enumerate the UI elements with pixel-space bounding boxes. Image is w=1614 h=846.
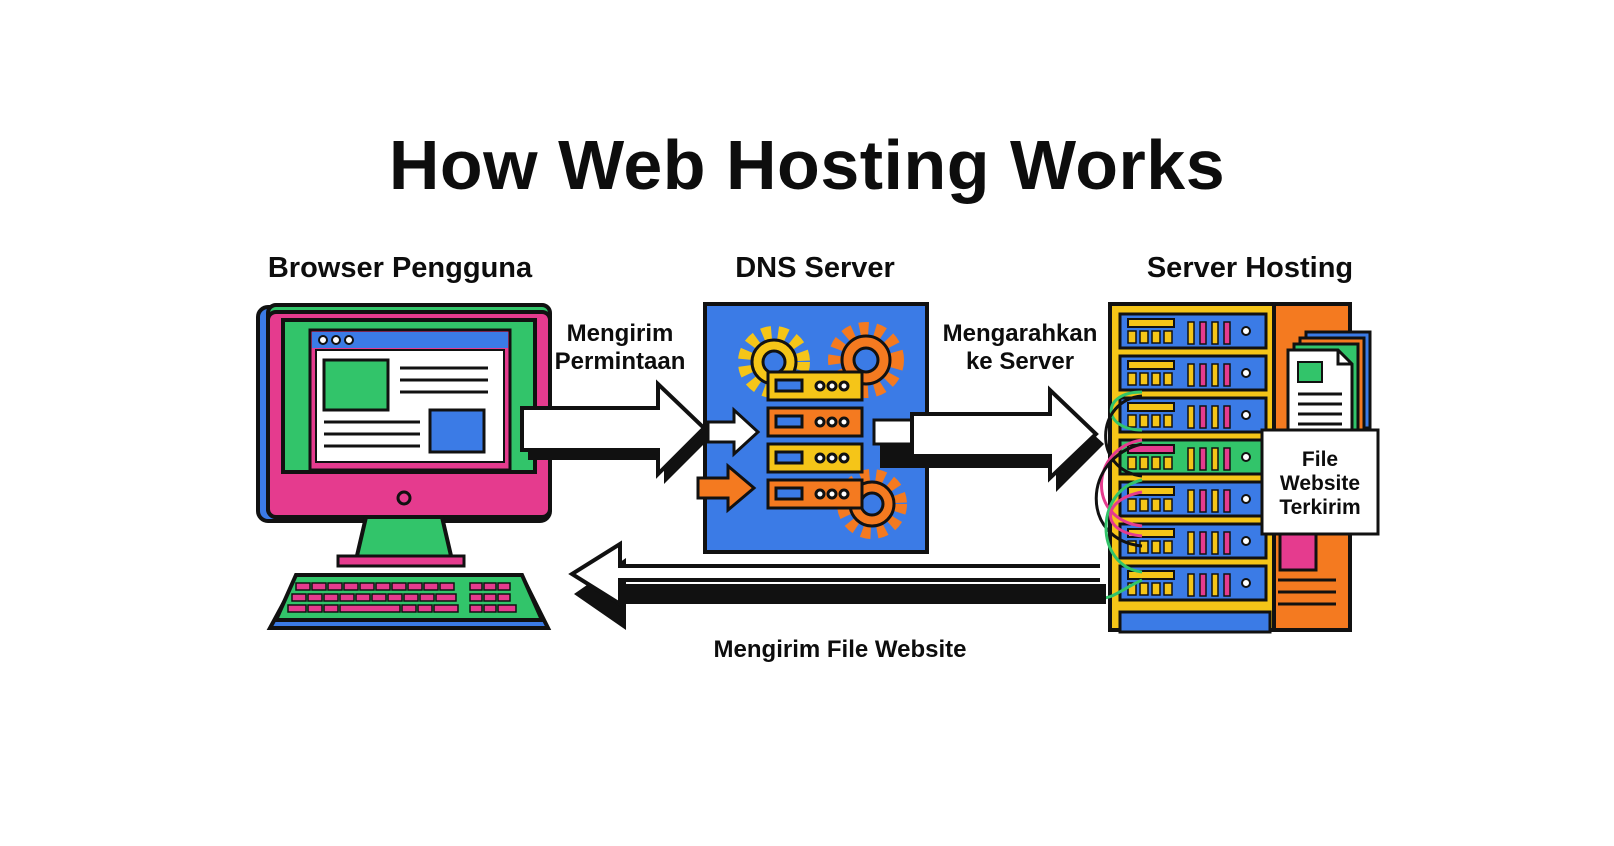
send-files-label: Mengirim File Website [713,636,967,663]
hosting-label: Server Hosting [1146,252,1354,284]
file-badge-line: Website [1279,472,1361,495]
redirect-label: Mengarahkan ke Server [942,320,1098,375]
rack-units [1118,312,1268,602]
document-icon [1286,330,1372,448]
dns-label: DNS Server [735,252,895,284]
return-arrow-icon [568,540,1106,630]
cables [1094,390,1143,600]
diagram-title: How Web Hosting Works [388,126,1226,204]
file-badge-line: Terkirim [1279,496,1361,519]
request-arrow-icon [520,379,712,484]
file-badge-line: File [1301,448,1339,471]
request-label: Mengirim Permintaan [554,320,686,375]
file-badge-label: File Website Terkirim [1262,448,1378,520]
monitor-icon [256,303,552,568]
redirect-arrow-icon [872,385,1104,492]
keyboard-icon [266,573,552,630]
file-badge-box [1260,428,1380,536]
browser-label: Browser Pengguna [267,252,533,284]
